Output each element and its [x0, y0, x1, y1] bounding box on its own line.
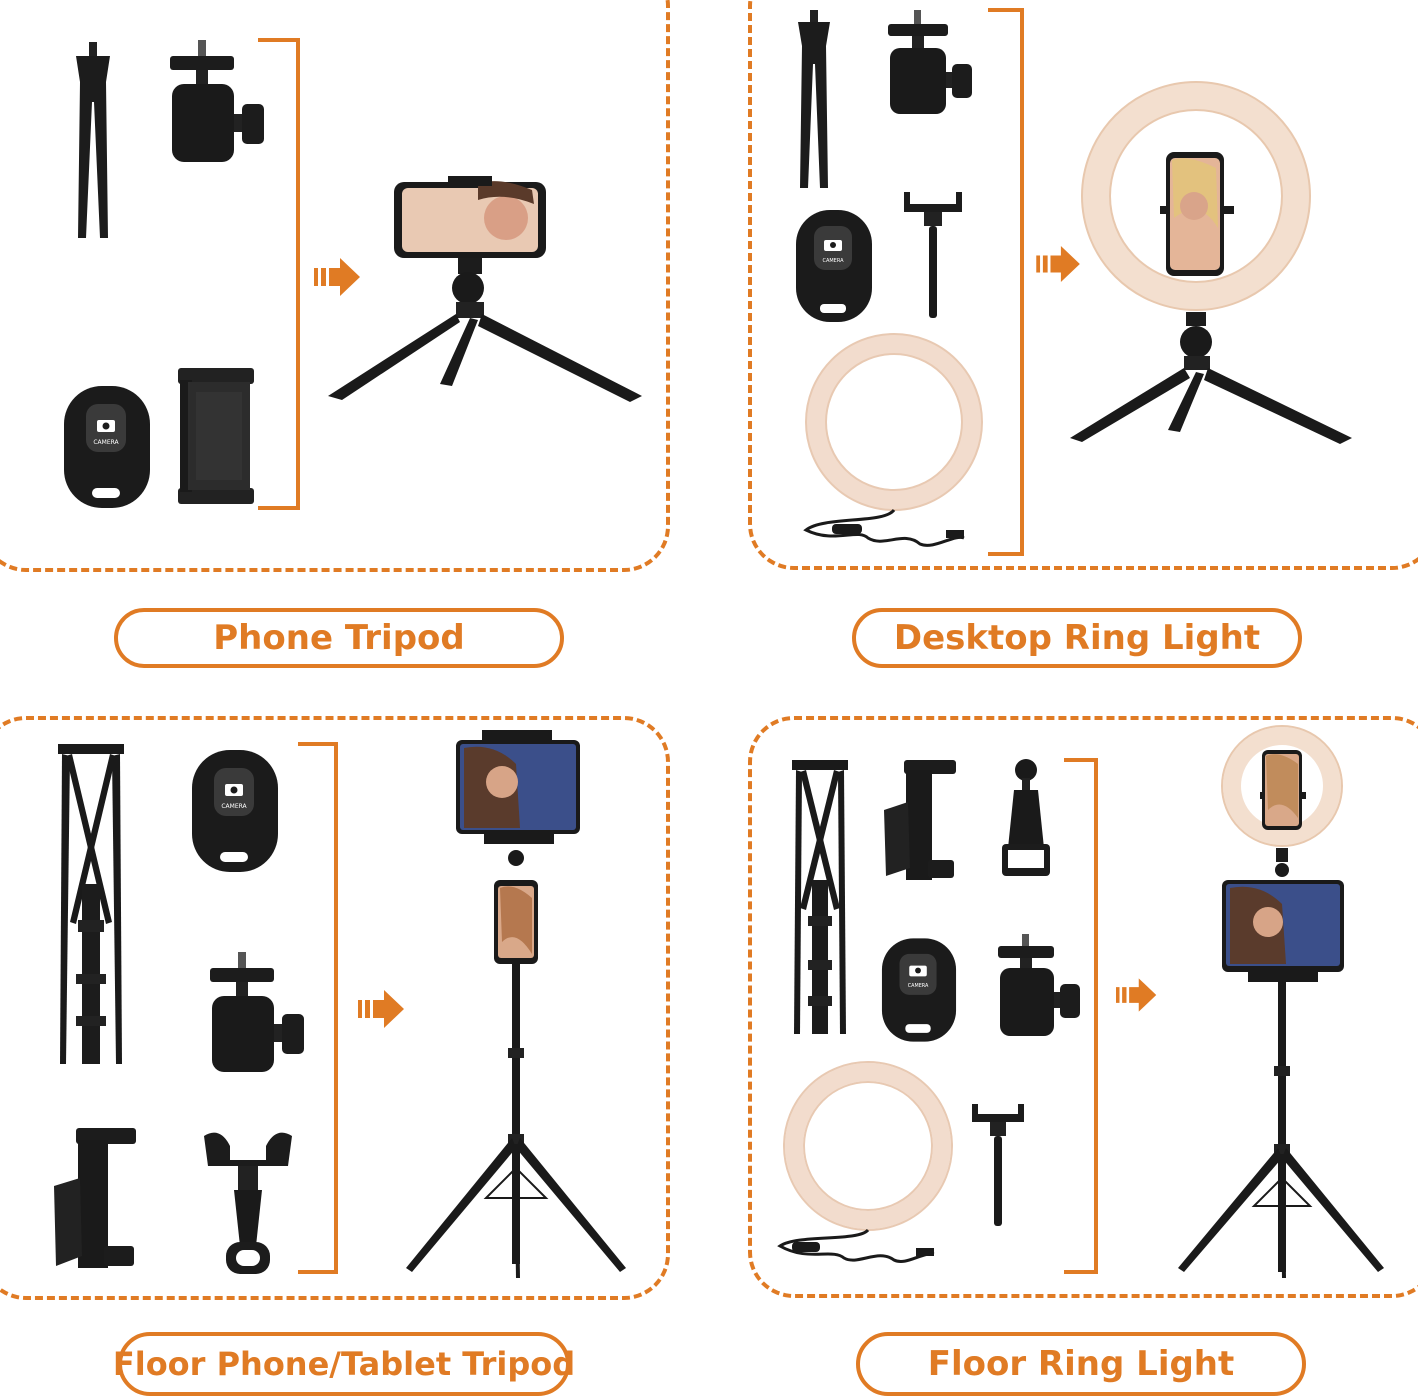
mini-tripod-folded-icon	[70, 42, 116, 242]
phone-holder-icon	[970, 1102, 1026, 1228]
bluetooth-remote-icon: CAMERA	[880, 936, 958, 1044]
arrow-right-icon	[358, 990, 406, 1028]
floor-tripod-folded-icon	[56, 744, 126, 1074]
floor-tripod-label: Floor Phone/Tablet Tripod	[113, 1332, 575, 1396]
ball-head-mount-icon	[996, 934, 1082, 1038]
ball-head-mount-icon	[886, 10, 976, 116]
ball-head-mount-icon	[208, 952, 308, 1074]
assembled-floor-ring-light-icon	[1176, 725, 1386, 1284]
arrow-right-icon	[1036, 246, 1082, 282]
tablet-clamp-icon	[48, 1126, 140, 1274]
bracket-divider	[258, 38, 300, 510]
remote-camera-text: CAMERA	[221, 803, 247, 810]
mini-tripod-folded-icon	[794, 10, 834, 190]
ball-clamp-adapter-icon	[998, 758, 1054, 884]
bracket-divider	[298, 742, 338, 1274]
floor-ring-light-label: Floor Ring Light	[856, 1332, 1306, 1396]
floor-ring-light-label-text: Floor Ring Light	[927, 1344, 1235, 1384]
phone-clamp-icon	[174, 364, 258, 508]
bracket-divider	[988, 8, 1024, 556]
floor-tripod-label-text: Floor Phone/Tablet Tripod	[112, 1345, 576, 1383]
assembled-desktop-ring-light-icon	[1070, 78, 1354, 446]
assembled-phone-tripod-icon	[328, 170, 644, 402]
ring-light-icon	[803, 333, 986, 558]
desktop-ring-light-panel	[748, 0, 1418, 570]
assembled-floor-tripod-icon	[404, 728, 628, 1284]
bluetooth-remote-icon: CAMERA	[794, 208, 874, 324]
arrow-right-icon	[1116, 978, 1158, 1012]
phone-tripod-panel	[0, 0, 670, 572]
tablet-clamp-icon	[880, 758, 958, 884]
remote-camera-text: CAMERA	[908, 983, 929, 989]
phone-holder-icon	[902, 190, 964, 320]
desktop-ring-light-label: Desktop Ring Light	[852, 608, 1302, 668]
ball-head-mount-icon	[168, 40, 268, 164]
floor-tripod-folded-icon	[790, 760, 850, 1042]
phone-tripod-label-text: Phone Tripod	[213, 618, 465, 658]
phone-tripod-label: Phone Tripod	[114, 608, 564, 668]
remote-camera-text: CAMERA	[93, 439, 119, 446]
desktop-ring-light-label-text: Desktop Ring Light	[893, 618, 1261, 658]
bluetooth-remote-icon: CAMERA	[190, 748, 280, 874]
remote-camera-text: CAMERA	[822, 258, 844, 264]
bracket-divider	[1064, 758, 1098, 1274]
ring-light-icon	[777, 1061, 958, 1274]
phone-clamp-mount-icon	[200, 1126, 296, 1276]
floor-ring-light-panel	[748, 716, 1418, 1298]
arrow-right-icon	[314, 258, 362, 296]
bluetooth-remote-icon: CAMERA	[62, 384, 152, 510]
floor-tripod-panel	[0, 716, 670, 1300]
